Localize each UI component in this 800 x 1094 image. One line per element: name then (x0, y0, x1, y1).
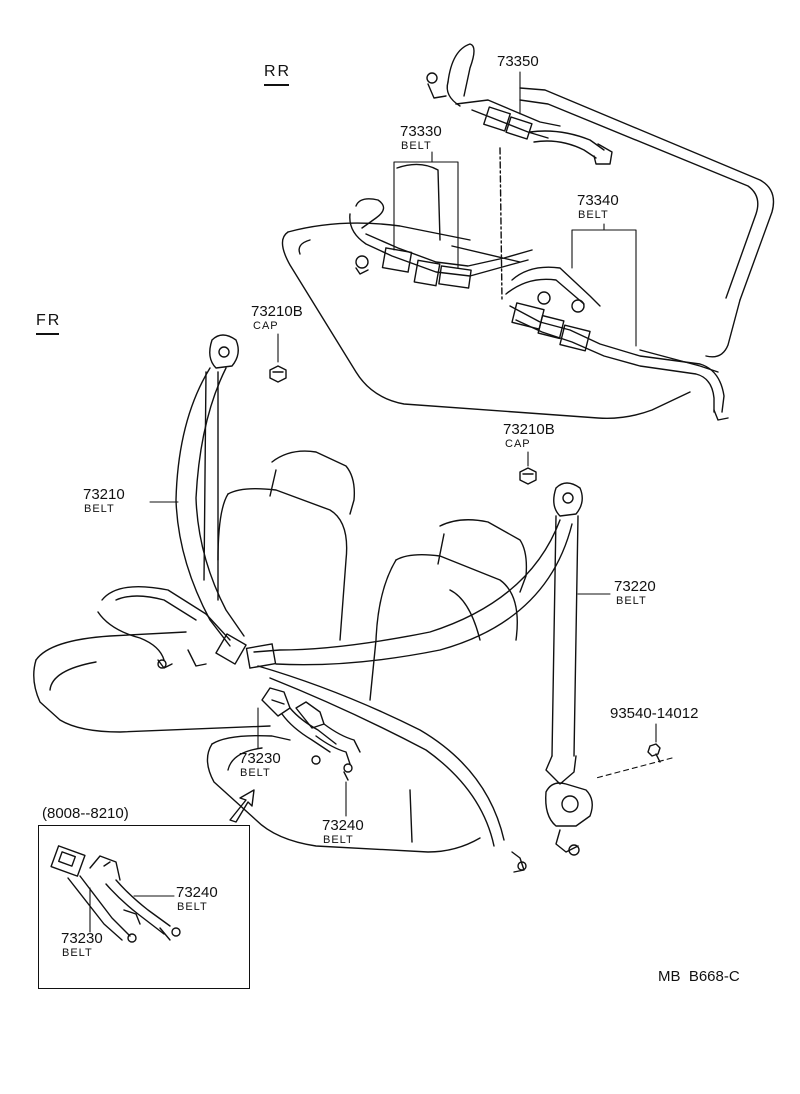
part-number-73210: 73210 (83, 486, 125, 503)
part-desc-73240: BELT (323, 834, 354, 846)
inset-part-desc-73230: BELT (62, 947, 93, 959)
part-number-73330: 73330 (400, 123, 442, 140)
section-label-front: FR (36, 312, 62, 335)
part-number-93540-14012: 93540-14012 (610, 705, 699, 722)
inset-part-number-73230: 73230 (61, 930, 103, 947)
part-number-73240: 73240 (322, 817, 364, 834)
bolt-93540 (647, 743, 661, 763)
inset-part-desc-73240: BELT (177, 901, 208, 913)
rear-center-belt-73350 (426, 43, 613, 165)
rear-right-belt-73340 (505, 266, 729, 421)
leader-73340 (571, 223, 637, 347)
cap-73210b-upper (269, 365, 287, 383)
part-desc-73330: BELT (401, 140, 432, 152)
inset-range-label: (8008--8210) (42, 805, 129, 822)
inset-frame (38, 825, 250, 989)
front-left-belt-73210 (97, 334, 247, 669)
bolt-dash-line (595, 757, 673, 779)
part-number-73350: 73350 (497, 53, 539, 70)
rear-seat (281, 87, 775, 420)
inset-part-number-73240: 73240 (176, 884, 218, 901)
part-desc-73340: BELT (578, 209, 609, 221)
rear-left-belt-73330 (349, 198, 533, 289)
part-desc-73210b-upper: CAP (253, 320, 279, 332)
section-label-rear: RR (264, 63, 292, 86)
part-desc-73210: BELT (84, 503, 115, 515)
diagram-reference-code: MB B668-C (658, 968, 740, 985)
inset-buckle-drawing (50, 845, 181, 943)
inset-arrow-icon (229, 789, 255, 823)
cap-73210b-lower (519, 467, 537, 485)
front-right-belt-73220 (245, 482, 593, 873)
part-desc-73220: BELT (616, 595, 647, 607)
front-right-seat (206, 519, 528, 853)
part-desc-73210b-lower: CAP (505, 438, 531, 450)
front-center-buckles (261, 687, 361, 781)
part-number-73220: 73220 (614, 578, 656, 595)
front-left-seat (33, 450, 356, 733)
part-number-73340: 73340 (577, 192, 619, 209)
rear-center-line (499, 147, 503, 301)
part-number-73210b-lower: 73210B (503, 421, 555, 438)
part-desc-73230: BELT (240, 767, 271, 779)
part-number-73230: 73230 (239, 750, 281, 767)
part-number-73210b-upper: 73210B (251, 303, 303, 320)
leader-73330 (393, 151, 459, 269)
